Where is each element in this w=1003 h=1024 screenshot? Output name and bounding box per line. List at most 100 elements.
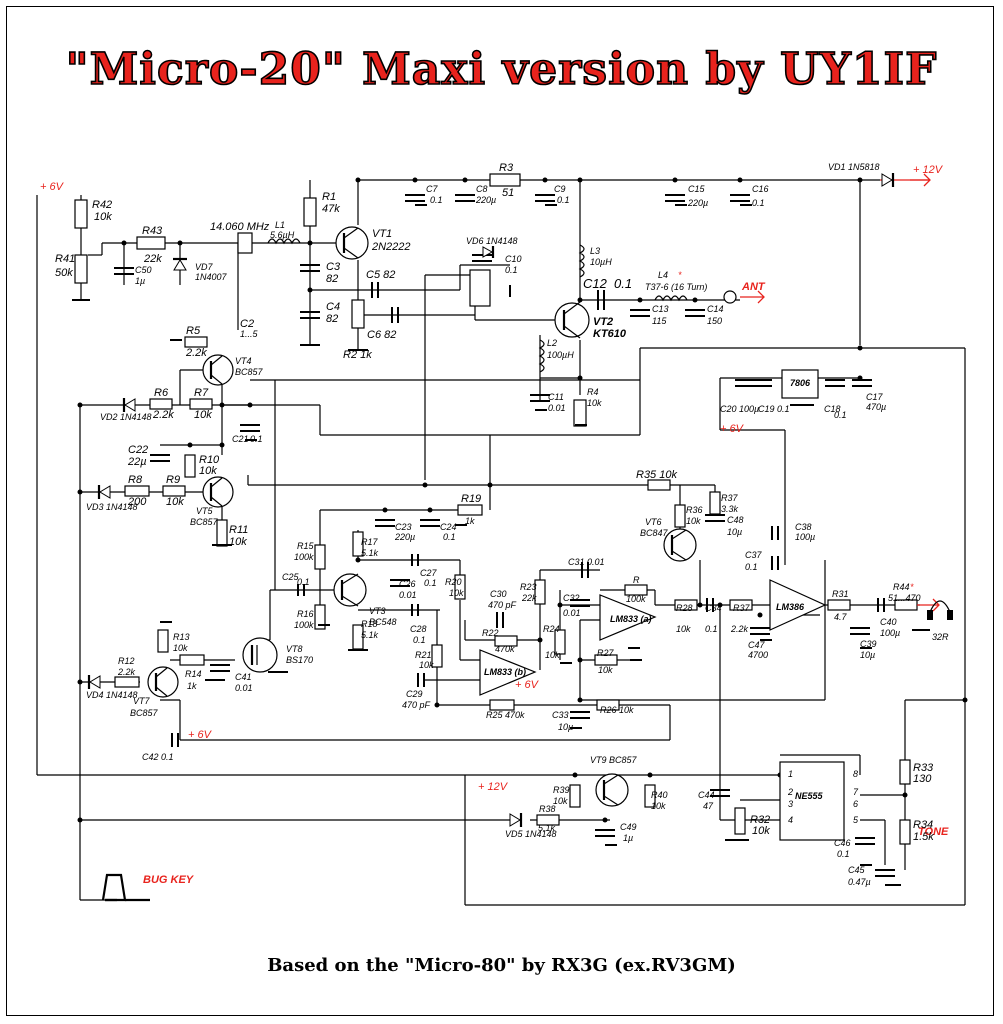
integrated-circuits — [72, 173, 953, 902]
label-c25: C25 — [282, 572, 300, 582]
value-r6: 2.2k — [152, 409, 174, 421]
value-c15: 220µ — [687, 198, 708, 208]
label-c11: C11 — [548, 392, 564, 402]
capacitor-c22 — [150, 454, 170, 462]
inductor-l2 — [538, 339, 545, 373]
value-r36: 10k — [686, 516, 701, 526]
label-lm833a: LM833 (a) — [610, 614, 652, 624]
resistor-r16 — [314, 604, 326, 630]
label-c28: C28 — [410, 624, 427, 634]
resistor-r24 — [554, 629, 566, 655]
label-r28: R28 — [676, 603, 693, 613]
value-r28: 10k — [676, 624, 691, 634]
capacitor-c48 — [705, 514, 725, 522]
rail-label-plus12-top: + 12V — [913, 164, 944, 176]
label-r17: R17 — [361, 537, 379, 547]
label-r20: R20 — [445, 577, 462, 587]
label-r13: R13 — [173, 632, 190, 642]
value-r43: 22k — [143, 253, 162, 265]
label-r23: R23 — [520, 582, 537, 592]
diodes — [87, 173, 895, 827]
value-vt3: BC548 — [369, 617, 397, 627]
transistor-vt7 — [147, 666, 179, 698]
label-c39: C39 — [860, 639, 877, 649]
resistor-r2 — [351, 299, 365, 329]
capacitor-c49 — [595, 829, 615, 837]
value-r4: 10k — [587, 398, 602, 408]
value-c21: 0.1 — [250, 434, 263, 444]
value-r12: 2.2k — [117, 667, 136, 677]
label-r8: R8 — [128, 474, 143, 486]
label-c46: C46 — [834, 838, 851, 848]
resistor-r38 — [536, 814, 560, 826]
label-r25: R25 470k — [486, 710, 525, 720]
capacitor-c6 — [391, 307, 399, 323]
label-vt2: VT2 — [593, 316, 613, 328]
headphones-icon — [929, 600, 951, 613]
ne555-pin-6: 6 — [853, 799, 858, 809]
label-r2: R2 1k — [343, 349, 372, 361]
value-r34: 1.5k — [913, 831, 934, 843]
value-r39: 10k — [553, 796, 568, 806]
resistor-r23 — [534, 579, 546, 605]
drawing-frame — [6, 6, 994, 1016]
value-vt1: 2N2222 — [371, 241, 411, 253]
value-vt4: BC857 — [235, 367, 264, 377]
label-vt9: VT9 BC857 — [590, 755, 638, 765]
resistor-r19 — [457, 504, 483, 516]
ground-symbols — [72, 204, 930, 901]
capacitor-c7 — [405, 194, 425, 202]
resistor-r6 — [149, 398, 173, 410]
value-r8: 200 — [127, 496, 147, 508]
label-c29: C29 — [406, 689, 423, 699]
label-vd7: VD7 — [195, 262, 214, 272]
opamp-lm833b — [479, 649, 537, 696]
credit-footer: Based on the "Micro-80" by RX3G (ex.RV3G… — [267, 955, 736, 976]
label-vd2: VD2 1N4148 — [100, 412, 152, 422]
value-c3: 82 — [326, 273, 338, 285]
value-c30: 470 pF — [488, 600, 517, 610]
ne555-pin-7: 7 — [853, 787, 859, 797]
label-c21: C21 — [232, 434, 249, 444]
value-l3: 10µH — [590, 257, 612, 267]
headphone-right — [947, 610, 953, 620]
value-r16: 100k — [294, 620, 314, 630]
label-r-feedback: R — [633, 575, 640, 585]
transistor-vt9 — [595, 773, 629, 807]
resistor-r37 — [709, 491, 721, 515]
capacitor-c30 — [496, 612, 504, 628]
label-c33: C33 — [552, 710, 569, 720]
transistor-vt8 — [242, 637, 278, 673]
value-r41: 50k — [55, 267, 73, 279]
label-vd3: VD3 1N4148 — [86, 502, 138, 512]
resistors — [74, 173, 918, 845]
label-c19: C19 0.1 — [758, 404, 790, 414]
value-vd7: 1N4007 — [195, 272, 228, 282]
capacitor-c25 — [297, 584, 305, 596]
value-vt8: BS170 — [286, 655, 313, 665]
value-c11: 0.01 — [548, 403, 566, 413]
capacitor-c38 — [771, 526, 779, 540]
capacitor-c45 — [875, 869, 895, 877]
resistor-r22 — [494, 635, 518, 647]
transistor-vt1 — [335, 226, 369, 260]
capacitor-c19 — [752, 379, 772, 387]
value-r13: 10k — [173, 643, 188, 653]
capacitor-c16 — [730, 194, 750, 202]
value-r3: 51 — [502, 187, 514, 199]
label-lm833b: LM833 (b) — [484, 667, 526, 677]
label-r9: R9 — [166, 474, 180, 486]
value-c14: 150 — [707, 316, 722, 326]
ne555-pin-1: 1 — [788, 769, 793, 779]
resistor-r31 — [827, 599, 851, 611]
value-c4: 82 — [326, 313, 338, 325]
capacitor-c4 — [300, 311, 320, 319]
label-r16: R16 — [297, 609, 314, 619]
rail-label-plus6-reg: + 6V — [720, 423, 745, 435]
value-r23: 22k — [521, 593, 537, 603]
label-c23: C23 — [395, 522, 412, 532]
label-r42: R42 — [92, 199, 112, 211]
headphone-left — [927, 610, 933, 620]
capacitor-c8 — [455, 194, 475, 202]
value-r11: 10k — [229, 536, 247, 548]
